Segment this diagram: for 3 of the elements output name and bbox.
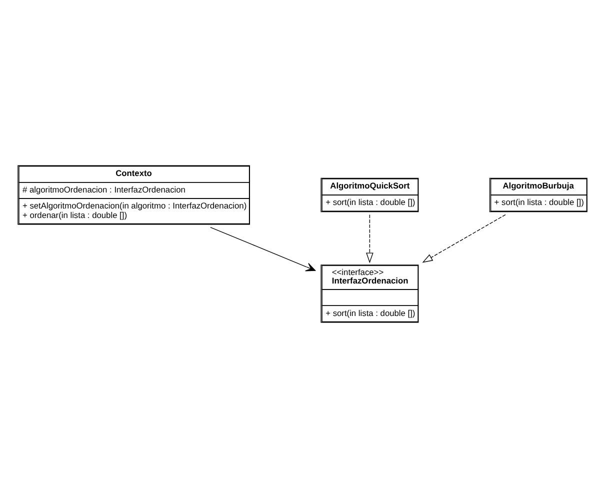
arrow: [210, 226, 316, 271]
arrow: [422, 214, 506, 262]
arrow: [366, 214, 374, 263]
